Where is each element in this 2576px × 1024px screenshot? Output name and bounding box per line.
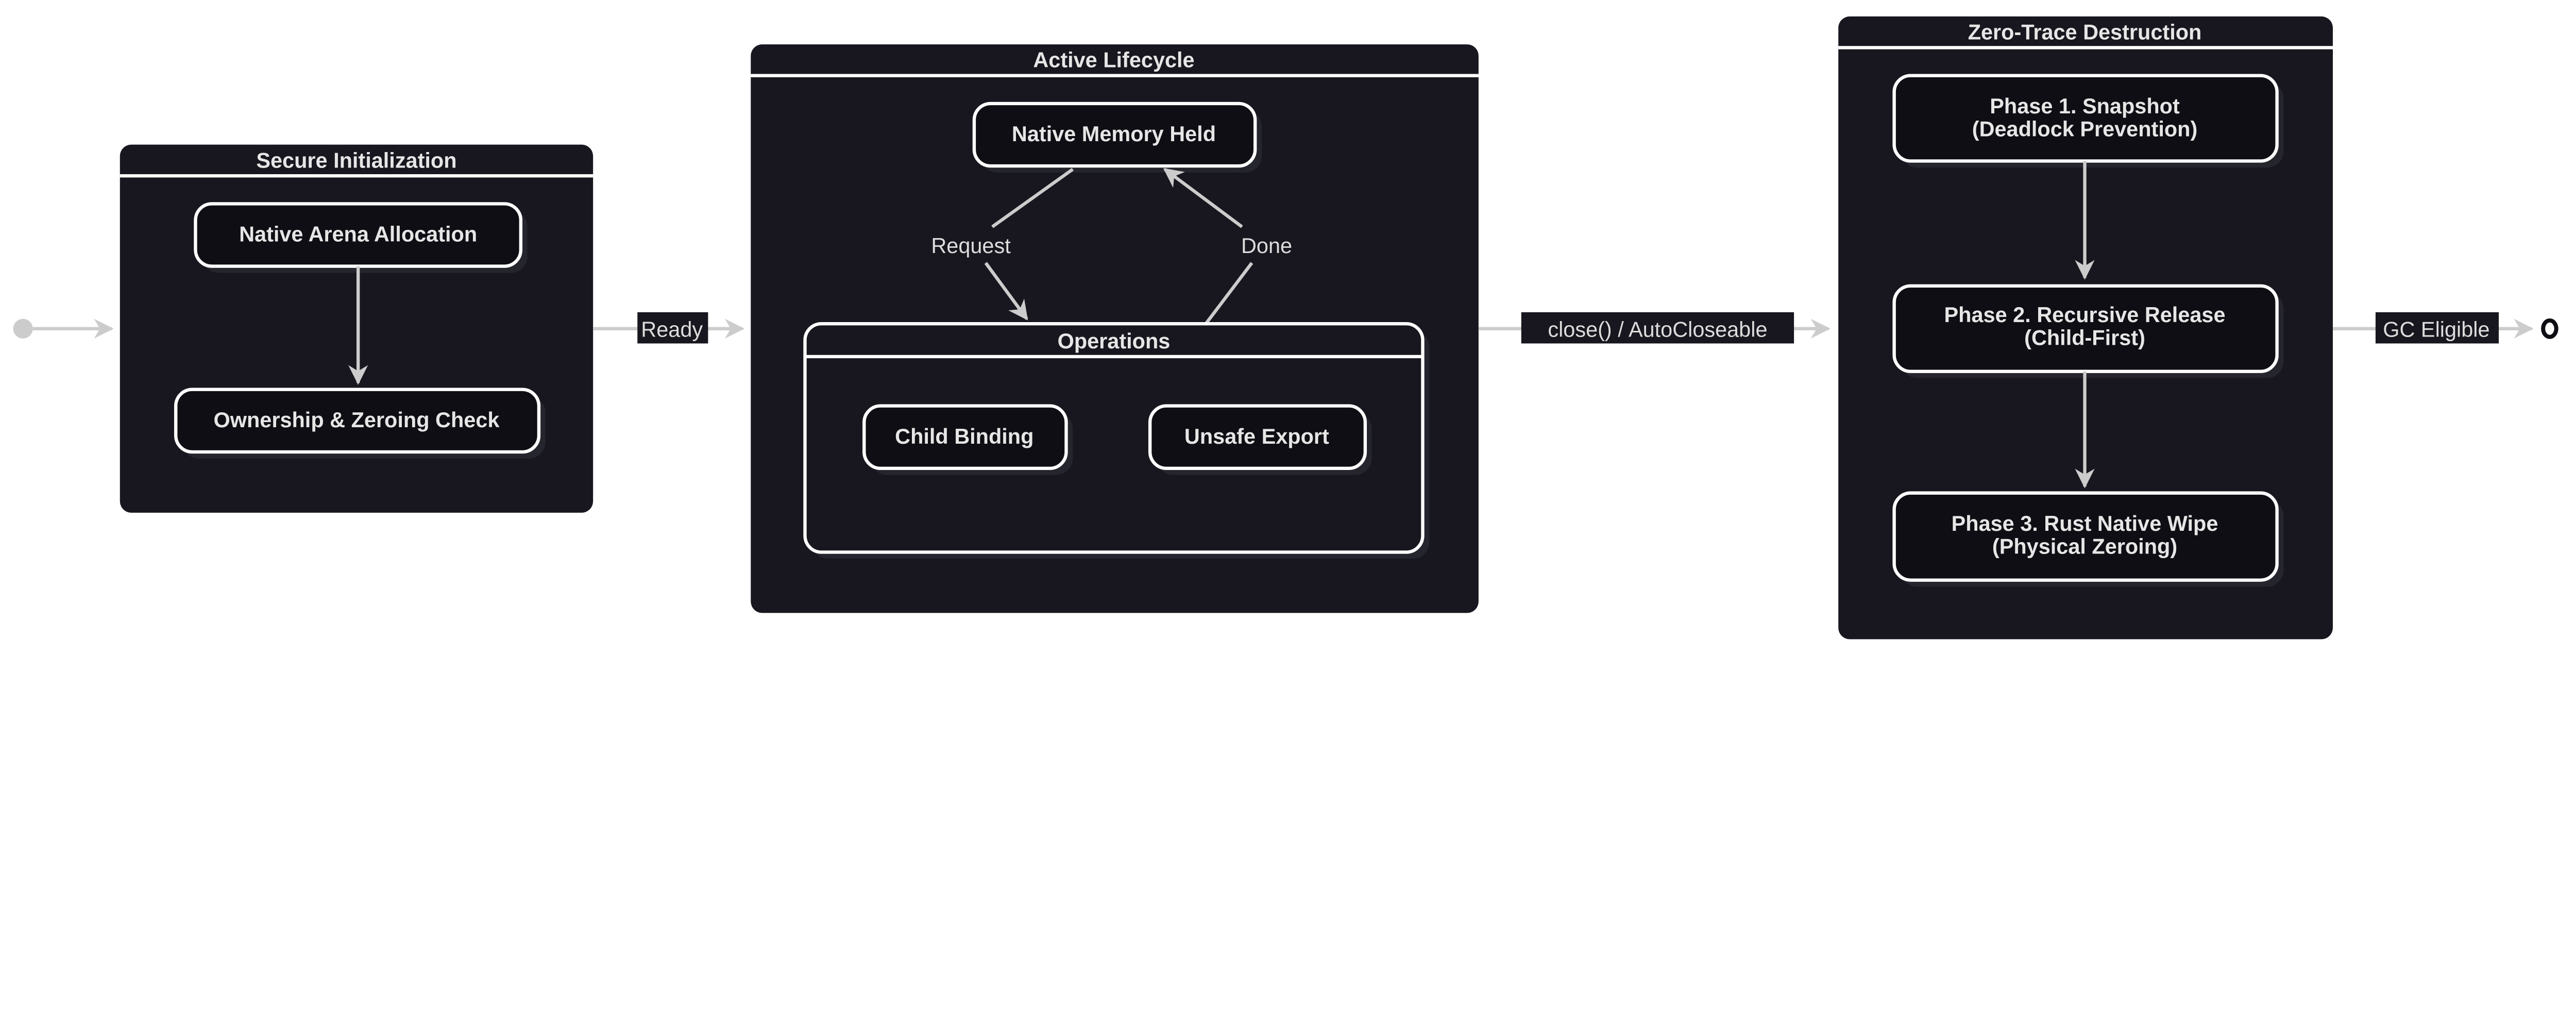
svg-text:Native Memory Held: Native Memory Held bbox=[1012, 122, 1216, 146]
edge-label-gc: GC Eligible bbox=[2383, 317, 2489, 342]
svg-text:Child Binding: Child Binding bbox=[895, 424, 1033, 448]
state-native-arena-allocation[interactable]: Native Arena Allocation bbox=[194, 202, 528, 273]
edge-label-ready: Ready bbox=[641, 317, 703, 342]
svg-text:Operations: Operations bbox=[1058, 329, 1171, 353]
svg-text:(Child-First): (Child-First) bbox=[2024, 326, 2145, 350]
edge-done-b bbox=[1163, 167, 1243, 228]
state-unsafe-export[interactable]: Unsafe Export bbox=[1148, 404, 1372, 475]
end-state bbox=[2541, 318, 2558, 339]
state-operations[interactable]: Operations Child Binding Unsafe Export bbox=[803, 322, 1430, 559]
svg-text:Phase 2. Recursive Release: Phase 2. Recursive Release bbox=[1944, 303, 2226, 327]
edge-label-request: Request bbox=[931, 233, 1011, 258]
svg-text:Phase 3. Rust Native Wipe: Phase 3. Rust Native Wipe bbox=[1952, 511, 2218, 535]
state-ownership-zeroing-check[interactable]: Ownership & Zeroing Check bbox=[174, 388, 546, 459]
state-native-memory-held[interactable]: Native Memory Held bbox=[972, 102, 1262, 173]
state-phase-2-recursive-release[interactable]: Phase 2. Recursive Release (Child-First) bbox=[1892, 284, 2284, 378]
svg-text:Native Arena Allocation: Native Arena Allocation bbox=[239, 222, 477, 246]
edge-label-done: Done bbox=[1241, 233, 1292, 258]
cluster-title: Secure Initialization bbox=[256, 148, 456, 172]
svg-text:Unsafe Export: Unsafe Export bbox=[1184, 424, 1329, 448]
cluster-title: Zero-Trace Destruction bbox=[1968, 20, 2202, 44]
cluster-title: Active Lifecycle bbox=[1033, 48, 1194, 72]
cluster-secure-initialization: Secure Initialization Native Arena Alloc… bbox=[120, 144, 594, 513]
state-phase-1-snapshot[interactable]: Phase 1. Snapshot (Deadlock Prevention) bbox=[1892, 74, 2284, 168]
svg-text:(Deadlock Prevention): (Deadlock Prevention) bbox=[1972, 117, 2198, 141]
edge-request-b bbox=[984, 262, 1028, 321]
svg-text:Phase 1. Snapshot: Phase 1. Snapshot bbox=[1990, 94, 2180, 118]
edge-request-a bbox=[991, 167, 1074, 228]
svg-text:(Physical Zeroing): (Physical Zeroing) bbox=[1992, 534, 2177, 559]
edge-label-close: close() / AutoCloseable bbox=[1548, 317, 1767, 342]
state-phase-3-rust-native-wipe[interactable]: Phase 3. Rust Native Wipe (Physical Zero… bbox=[1892, 491, 2284, 587]
start-state bbox=[13, 318, 33, 339]
edge-done-a bbox=[1204, 262, 1253, 325]
state-diagram: Secure Initialization Native Arena Alloc… bbox=[13, 16, 2558, 640]
state-child-binding[interactable]: Child Binding bbox=[862, 404, 1073, 475]
cluster-zero-trace-destruction: Zero-Trace Destruction Phase 1. Snapshot… bbox=[1838, 16, 2333, 640]
svg-text:Ownership & Zeroing Check: Ownership & Zeroing Check bbox=[214, 408, 500, 432]
cluster-active-lifecycle: Active Lifecycle Native Memory Held Requ… bbox=[751, 44, 1479, 613]
